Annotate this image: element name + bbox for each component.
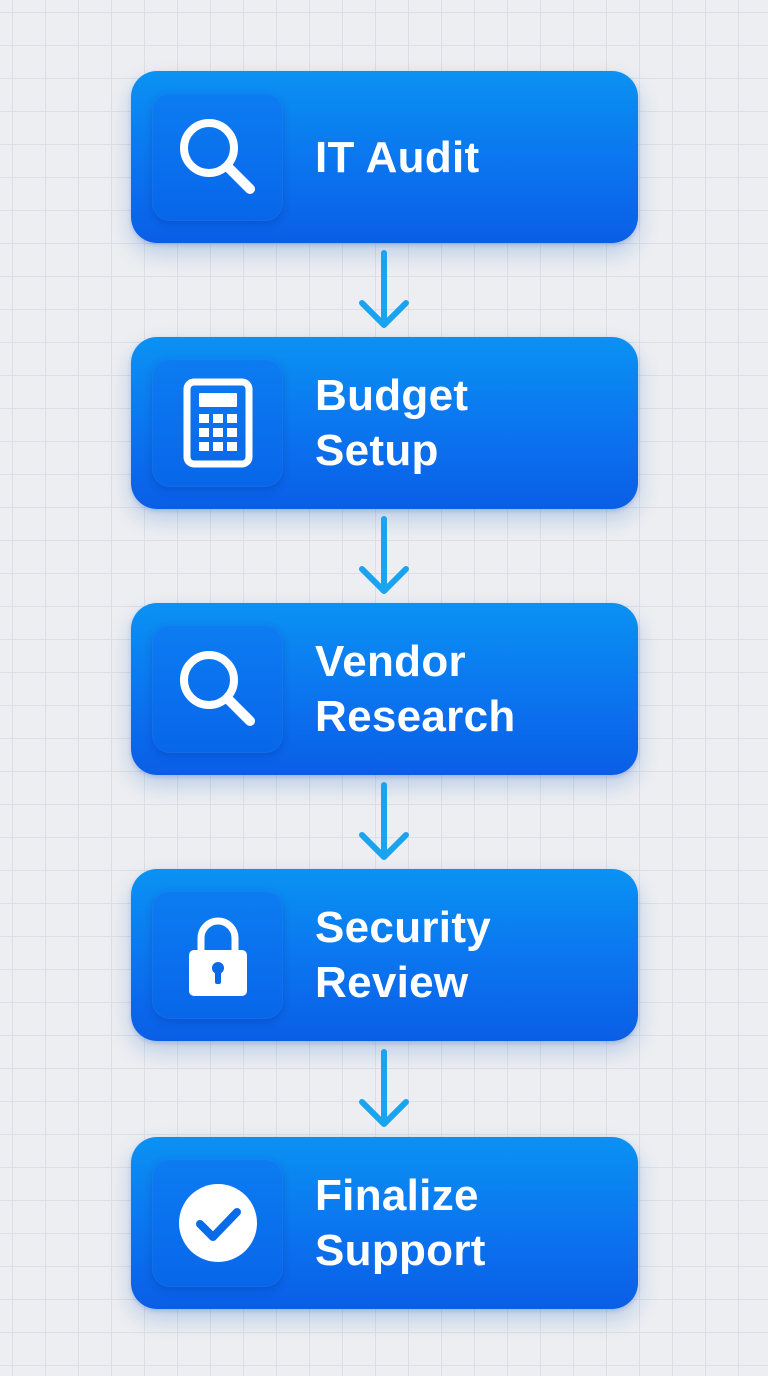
step-icon-tile: [152, 625, 283, 753]
calculator-icon: [183, 378, 252, 468]
step-label-line: Research: [315, 692, 516, 741]
step-budget-setup: Budget Setup: [131, 337, 638, 509]
magnifier-icon: [179, 651, 255, 726]
step-label: IT Audit: [315, 71, 625, 243]
step-finalize-support: Finalize Support: [131, 1137, 638, 1309]
step-it-audit: IT Audit: [131, 71, 638, 243]
down-arrow-icon: [359, 1049, 409, 1127]
step-label-line: Vendor: [315, 637, 466, 686]
down-arrow-icon: [359, 516, 409, 594]
down-arrow-icon: [359, 782, 409, 860]
step-icon-tile: [152, 891, 283, 1019]
step-label: Finalize Support: [315, 1137, 625, 1309]
step-label-line: Security: [315, 903, 492, 952]
step-icon-tile: [152, 359, 283, 487]
magnifier-icon: [179, 119, 255, 194]
step-icon-tile: [152, 93, 283, 221]
check-circle-icon: [178, 1184, 257, 1262]
step-label-line: Budget: [315, 371, 469, 420]
step-label: Security Review: [315, 869, 625, 1041]
step-label-line: Setup: [315, 426, 439, 475]
step-security-review: Security Review: [131, 869, 638, 1041]
step-label: Budget Setup: [315, 337, 625, 509]
step-vendor-research: Vendor Research: [131, 603, 638, 775]
step-label-line: Finalize: [315, 1171, 479, 1220]
padlock-icon: [188, 917, 247, 996]
step-icon-tile: [152, 1159, 283, 1287]
step-label-line: Support: [315, 1226, 486, 1275]
step-label-line: Review: [315, 958, 469, 1007]
down-arrow-icon: [359, 250, 409, 328]
step-label: Vendor Research: [315, 603, 625, 775]
step-label-line: IT Audit: [315, 132, 480, 182]
